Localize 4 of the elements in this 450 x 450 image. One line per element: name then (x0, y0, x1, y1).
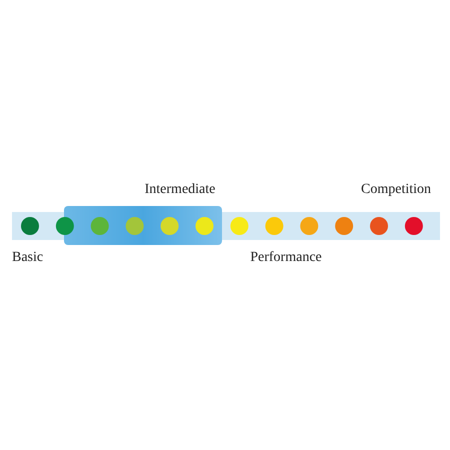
level-label: Competition (361, 182, 431, 198)
level-label: Performance (250, 250, 322, 266)
level-label: Basic (12, 250, 44, 266)
level-label: Intermediate (144, 182, 216, 198)
